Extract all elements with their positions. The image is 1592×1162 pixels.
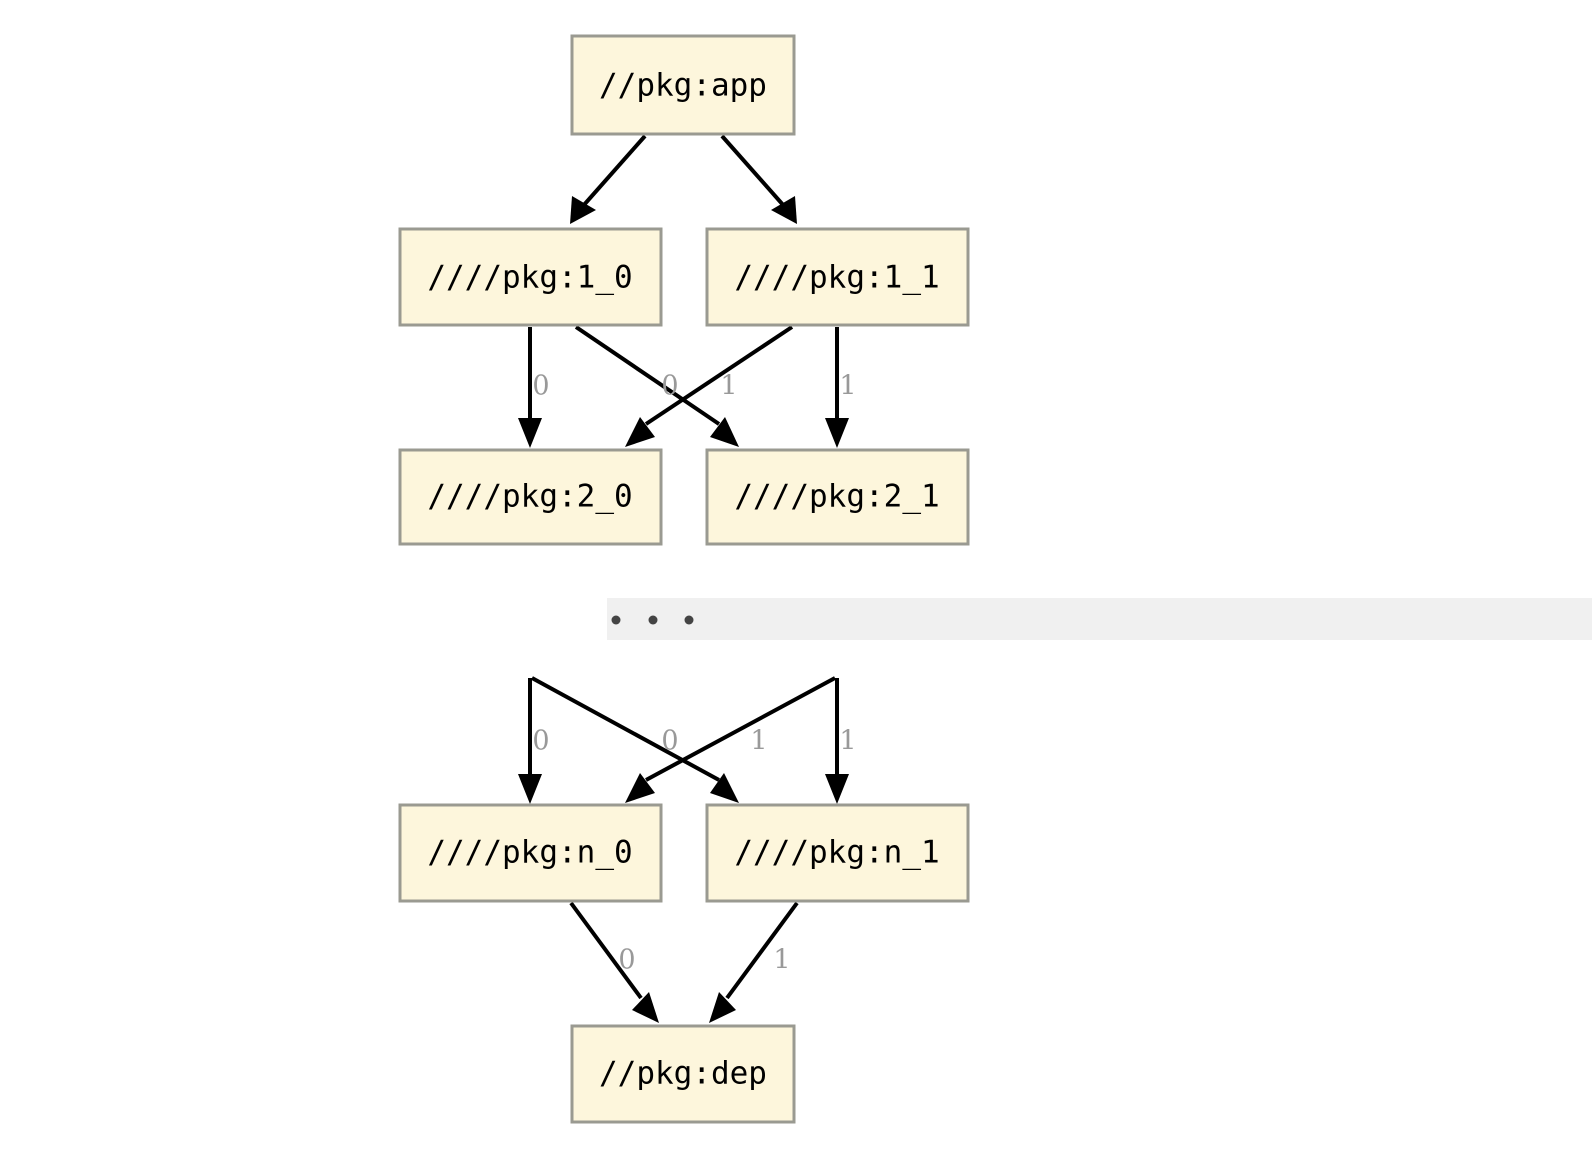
node-pkg-n-1[interactable]: ////pkg:n_1 [705, 803, 970, 903]
node-pkg-dep[interactable]: //pkg:dep [570, 1024, 796, 1124]
edge-label-0-left: 0 [532, 371, 549, 402]
edge-label-1-dep: 1 [773, 945, 790, 976]
arrowhead-icon [570, 196, 596, 224]
arrowhead-icon [825, 418, 849, 448]
edge-line [569, 901, 643, 1000]
edge-line [645, 676, 836, 782]
edge-label-0-dep: 0 [618, 945, 635, 976]
node-label: ////pkg:n_1 [734, 835, 939, 871]
node-box[interactable] [705, 227, 970, 327]
ellipsis-dot-3 [684, 615, 694, 625]
edge-app-to-pkg1-1 [720, 134, 797, 224]
arrowhead-icon [625, 773, 655, 803]
node-label: //pkg:dep [599, 1056, 767, 1092]
edge-label-0-mid: 0 [661, 371, 678, 402]
edge-label-1-mid: 1 [720, 371, 737, 402]
node-box[interactable] [570, 34, 796, 136]
edge-pkg1-0-to-pkg2-1: 0 [574, 325, 739, 447]
node-label: ////pkg:1_1 [734, 260, 939, 296]
arrowhead-icon [710, 417, 739, 447]
arrowhead-icon [825, 774, 849, 804]
arrowhead-icon [709, 992, 736, 1023]
ellipsis-dot-1 [611, 615, 621, 625]
edge-label-1-mid-lower: 1 [750, 726, 767, 757]
edge-label-0-left-lower: 0 [532, 726, 549, 757]
node-label: ////pkg:2_1 [734, 479, 939, 515]
edge-line [531, 676, 720, 782]
arrowhead-icon [632, 992, 659, 1023]
edge-label-1-right-lower: 1 [839, 726, 856, 757]
edge-pkgn-1-to-dep: 1 [709, 901, 799, 1023]
edge-continued-to-pkgn-1: 1 [825, 678, 857, 804]
edge-line [725, 901, 799, 1000]
edge-line [720, 134, 786, 208]
edge-app-to-pkg1-0 [570, 134, 647, 224]
node-box[interactable] [570, 1024, 796, 1124]
node-pkg-n-0[interactable]: ////pkg:n_0 [398, 803, 663, 903]
node-box[interactable] [398, 803, 663, 903]
node-pkg-2-0[interactable]: ////pkg:2_0 [398, 448, 663, 546]
node-label: ////pkg:1_0 [427, 260, 632, 296]
ellipsis-dot-2 [648, 615, 658, 625]
edge-pkg1-1-to-pkg2-0: 1 [625, 325, 794, 447]
arrowhead-icon [710, 773, 739, 803]
edge-line [574, 325, 721, 426]
node-pkg-2-1[interactable]: ////pkg:2_1 [705, 448, 970, 546]
node-box[interactable] [398, 227, 663, 327]
arrowhead-icon [518, 418, 542, 448]
node-pkg-app[interactable]: //pkg:app [570, 34, 796, 136]
edge-line [644, 325, 794, 426]
edge-pkgn-0-to-dep: 0 [569, 901, 659, 1023]
edge-continued-to-pkgn-0: 0 [518, 678, 550, 804]
edge-pkg1-0-to-pkg2-0: 0 [518, 327, 550, 448]
edge-label-0-mid-lower: 0 [661, 726, 678, 757]
ellipsis-band [607, 598, 1592, 640]
node-label: ////pkg:n_0 [427, 835, 632, 871]
node-label: ////pkg:2_0 [427, 479, 632, 515]
edge-pkg1-1-to-pkg2-1: 1 [825, 327, 857, 448]
edge-line [581, 134, 647, 208]
arrowhead-icon [625, 417, 655, 447]
arrowhead-icon [771, 196, 797, 224]
edge-label-1-right: 1 [839, 371, 856, 402]
edge-continued-to-pkgn-1-cross: 0 [531, 676, 739, 803]
node-box[interactable] [705, 803, 970, 903]
arrowhead-icon [518, 774, 542, 804]
node-box[interactable] [705, 448, 970, 546]
edge-continued-to-pkgn-0-cross: 1 [625, 676, 836, 803]
node-pkg-1-0[interactable]: ////pkg:1_0 [398, 227, 663, 327]
node-pkg-1-1[interactable]: ////pkg:1_1 [705, 227, 970, 327]
node-box[interactable] [398, 448, 663, 546]
node-label: //pkg:app [599, 68, 767, 104]
ellipsis-continuation-row [607, 598, 1592, 640]
